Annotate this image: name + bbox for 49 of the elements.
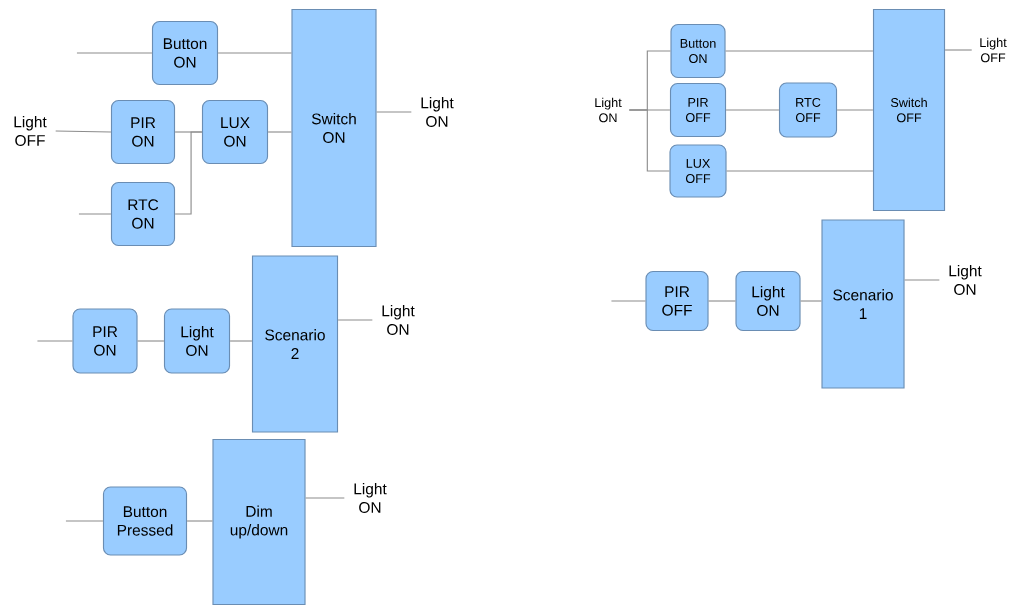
connector-line — [78, 213, 112, 215]
signal-label: Light ON — [354, 483, 387, 513]
function-block: Scenario 2 — [251, 255, 339, 433]
state-box: PIR OFF — [645, 270, 709, 332]
connector-line — [725, 50, 874, 52]
connector-line — [725, 109, 780, 111]
connector-line — [174, 131, 203, 215]
function-block: Dim up/down — [212, 438, 306, 605]
state-box: Button ON — [670, 23, 726, 79]
connector-line — [610, 300, 646, 302]
connector-line — [305, 497, 345, 499]
connector-line — [76, 52, 153, 54]
connector-line — [836, 109, 874, 111]
signal-label: Light ON — [595, 97, 622, 123]
state-box: Light ON — [735, 270, 801, 332]
state-box: PIR OFF — [669, 82, 727, 138]
connector-line — [628, 109, 670, 172]
function-block: Switch OFF — [872, 8, 946, 212]
function-block: Scenario 1 — [821, 219, 905, 389]
state-box: LUX OFF — [669, 144, 727, 198]
connector-line — [55, 130, 112, 133]
state-box: Light ON — [163, 308, 231, 374]
connector-line — [944, 49, 973, 51]
connector-line — [229, 340, 253, 342]
signal-label: Light OFF — [14, 116, 47, 146]
connector-line — [726, 170, 874, 172]
signal-label: Light ON — [949, 265, 982, 295]
connector-line — [217, 52, 292, 54]
connector-line — [267, 131, 292, 133]
connector-line — [800, 300, 822, 302]
state-box: Button ON — [151, 20, 219, 86]
connector-line — [36, 340, 73, 342]
state-box: PIR ON — [72, 308, 138, 374]
connector-line — [376, 111, 412, 113]
function-block: Switch ON — [291, 8, 377, 248]
state-box: Button Pressed — [102, 486, 188, 556]
connector-line — [137, 340, 165, 342]
signal-label: Light OFF — [980, 37, 1007, 63]
signal-label: Light ON — [382, 305, 415, 335]
connector-line — [186, 520, 213, 522]
state-box: LUX ON — [201, 99, 269, 165]
signal-label: Light ON — [421, 97, 454, 127]
connector-line — [904, 279, 940, 281]
connector-line — [708, 300, 736, 302]
state-box: RTC ON — [110, 181, 176, 247]
state-box: RTC OFF — [778, 82, 838, 138]
connector-line — [337, 319, 373, 321]
connector-line — [65, 520, 104, 522]
state-box: PIR ON — [110, 99, 176, 165]
